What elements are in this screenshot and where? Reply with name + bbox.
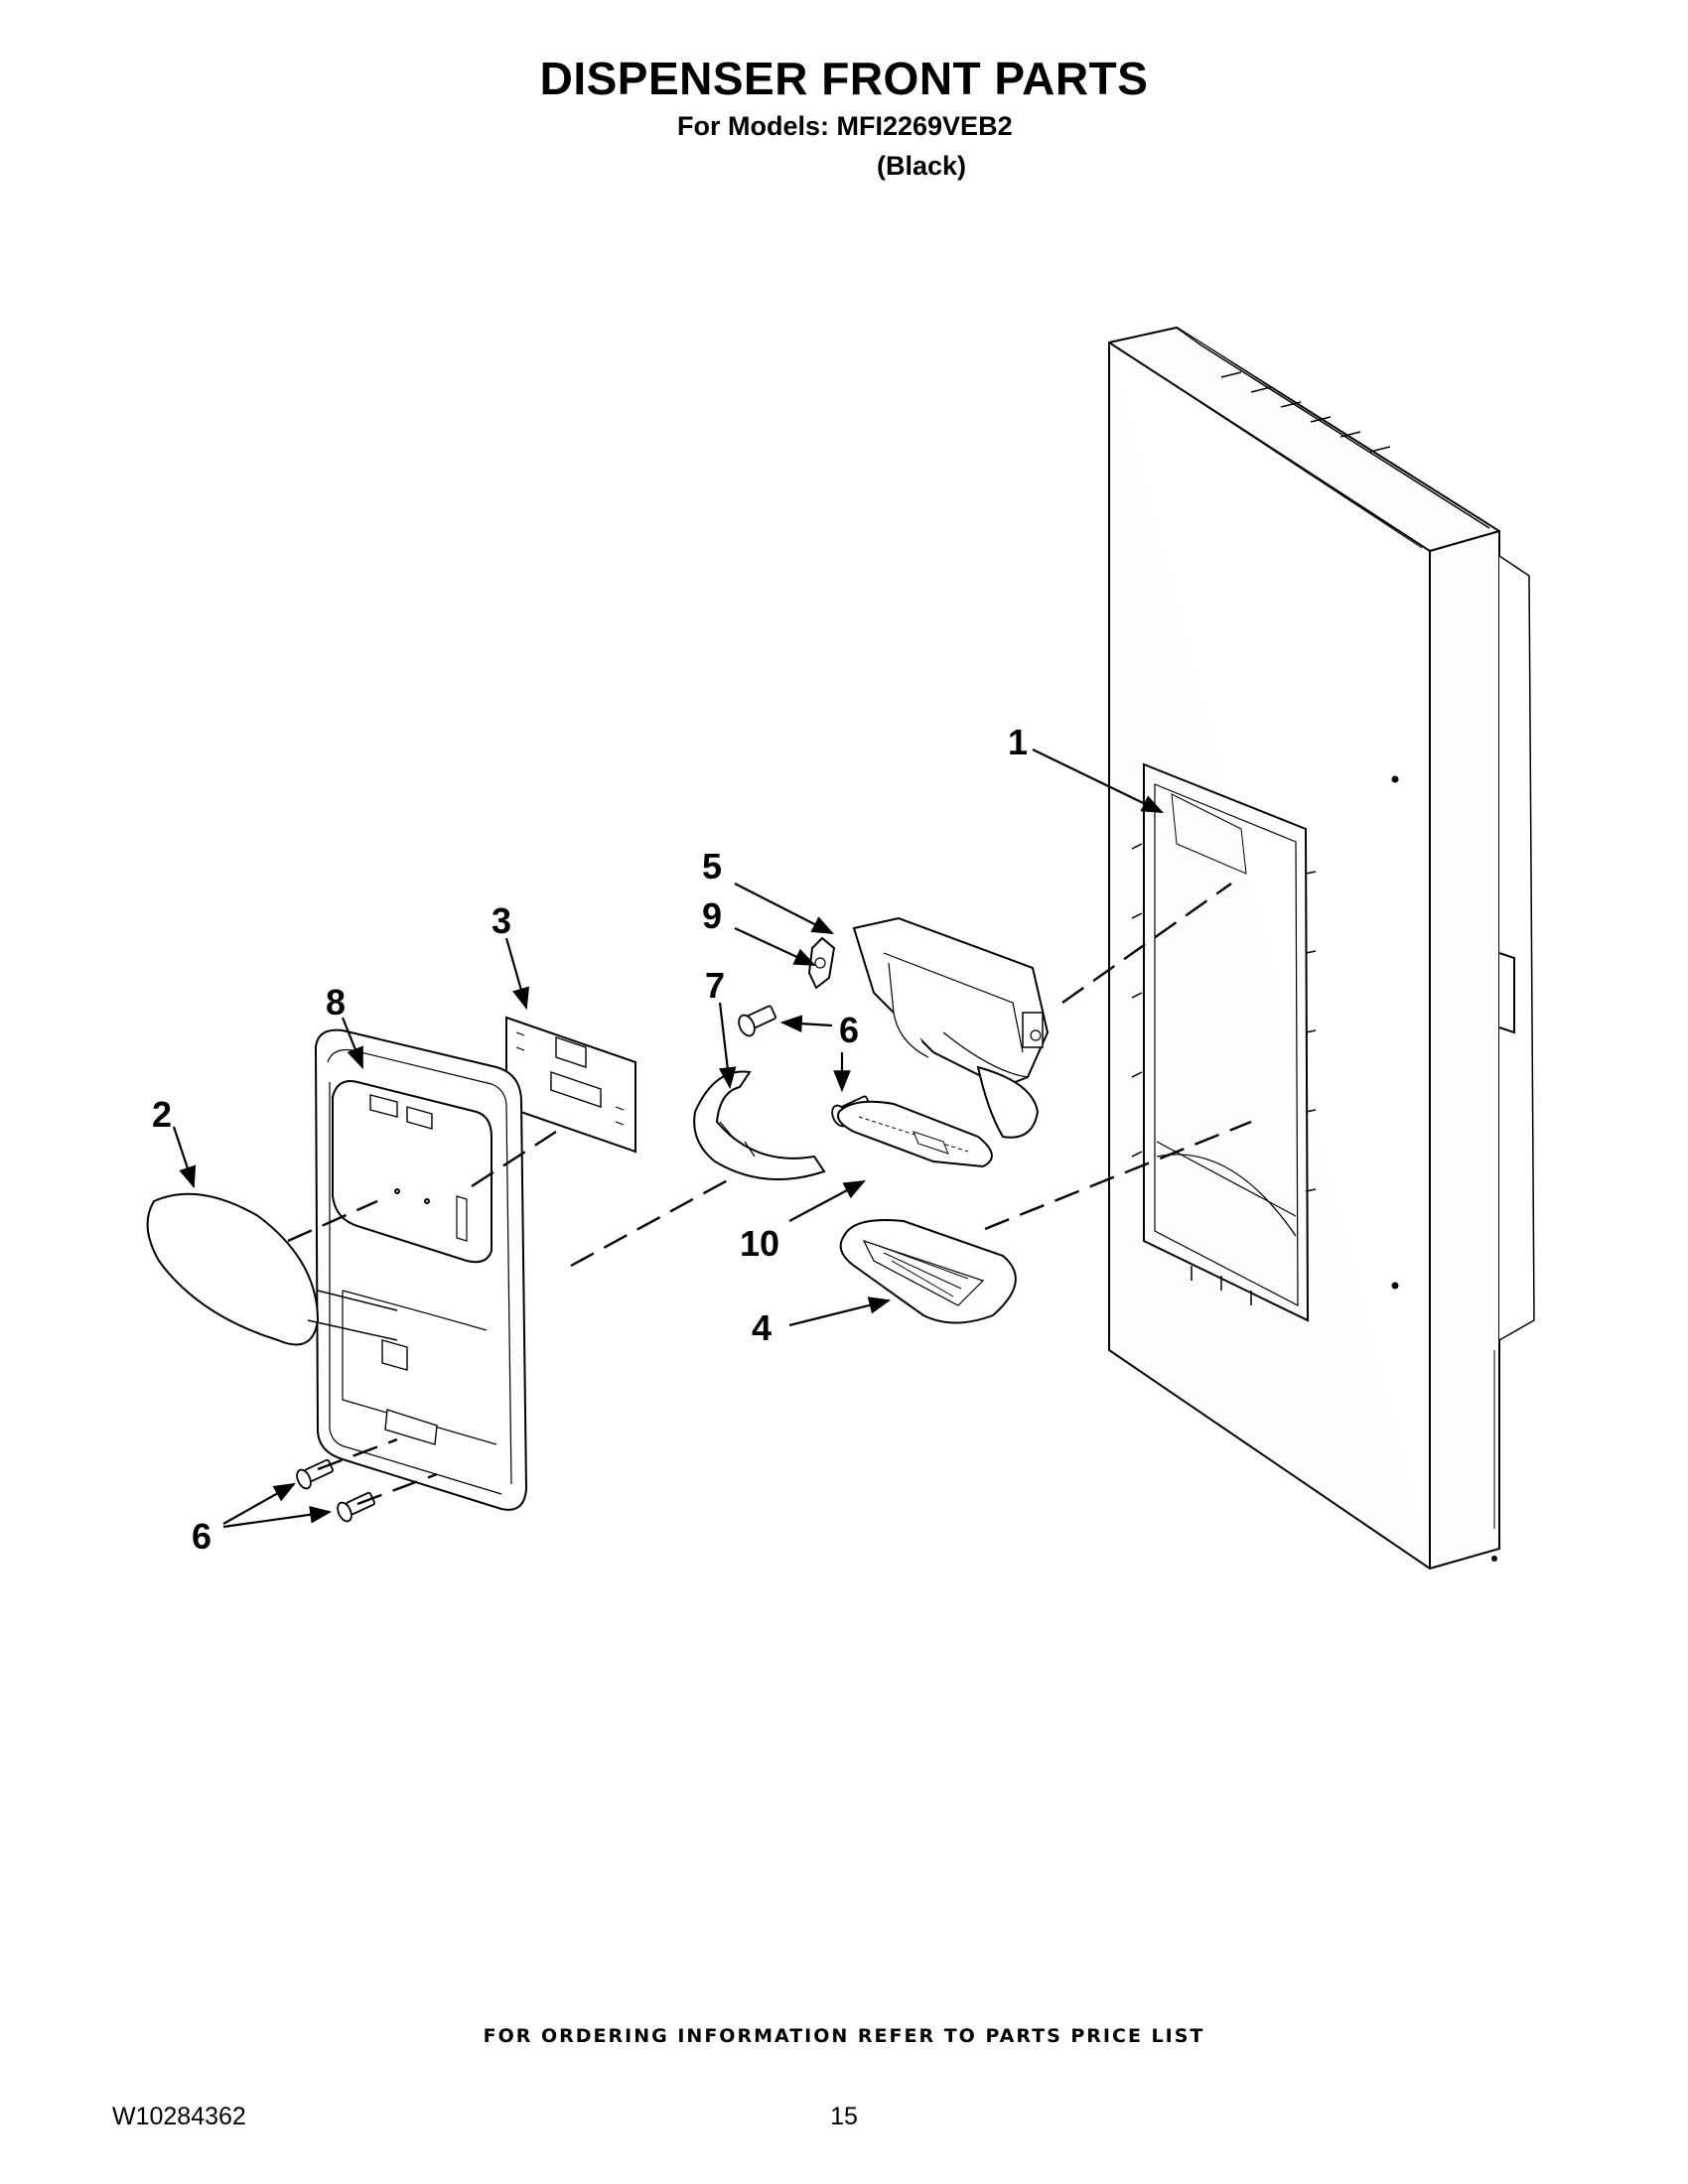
document-number: W10284362 — [112, 2103, 246, 2130]
page-title: DISPENSER FRONT PARTS — [539, 53, 1149, 104]
callout-3: 3 — [492, 900, 511, 941]
callout-7: 7 — [705, 965, 725, 1006]
page-number: 15 — [830, 2103, 858, 2130]
callout-4: 4 — [752, 1307, 772, 1348]
control-board-part-3 — [505, 1016, 636, 1154]
leader-arrows — [172, 749, 1164, 1529]
ordering-note: FOR ORDERING INFORMATION REFER TO PARTS … — [483, 2025, 1205, 2047]
callout-5: 5 — [702, 846, 722, 887]
door-panel — [1108, 326, 1535, 1570]
clip-part-9 — [807, 936, 836, 990]
models-line: For Models: MFI2269VEB2 — [677, 111, 1013, 141]
callout-2: 2 — [152, 1094, 172, 1135]
screw-upper — [738, 1005, 776, 1037]
bezel-housing-part-8 — [314, 1028, 528, 1511]
dispenser-opening-frame — [1131, 762, 1317, 1322]
callout-9: 9 — [702, 895, 722, 936]
deflector-part-7 — [693, 1070, 826, 1180]
callout-10: 10 — [740, 1223, 779, 1264]
screw-lower-2 — [337, 1491, 375, 1523]
callout-1: 1 — [1008, 722, 1028, 762]
screw-lower-1 — [296, 1458, 334, 1490]
actuator-pad-part-2 — [146, 1192, 398, 1346]
callout-6-lower: 6 — [192, 1516, 211, 1557]
drip-tray-part-4 — [839, 1219, 1017, 1324]
color-line: (Black) — [877, 151, 967, 181]
grille-part-10 — [837, 1100, 993, 1168]
callout-8: 8 — [326, 982, 346, 1023]
lever-assembly — [852, 916, 1050, 1139]
assembly-lines — [287, 883, 1252, 1506]
callout-6-upper: 6 — [839, 1010, 859, 1050]
